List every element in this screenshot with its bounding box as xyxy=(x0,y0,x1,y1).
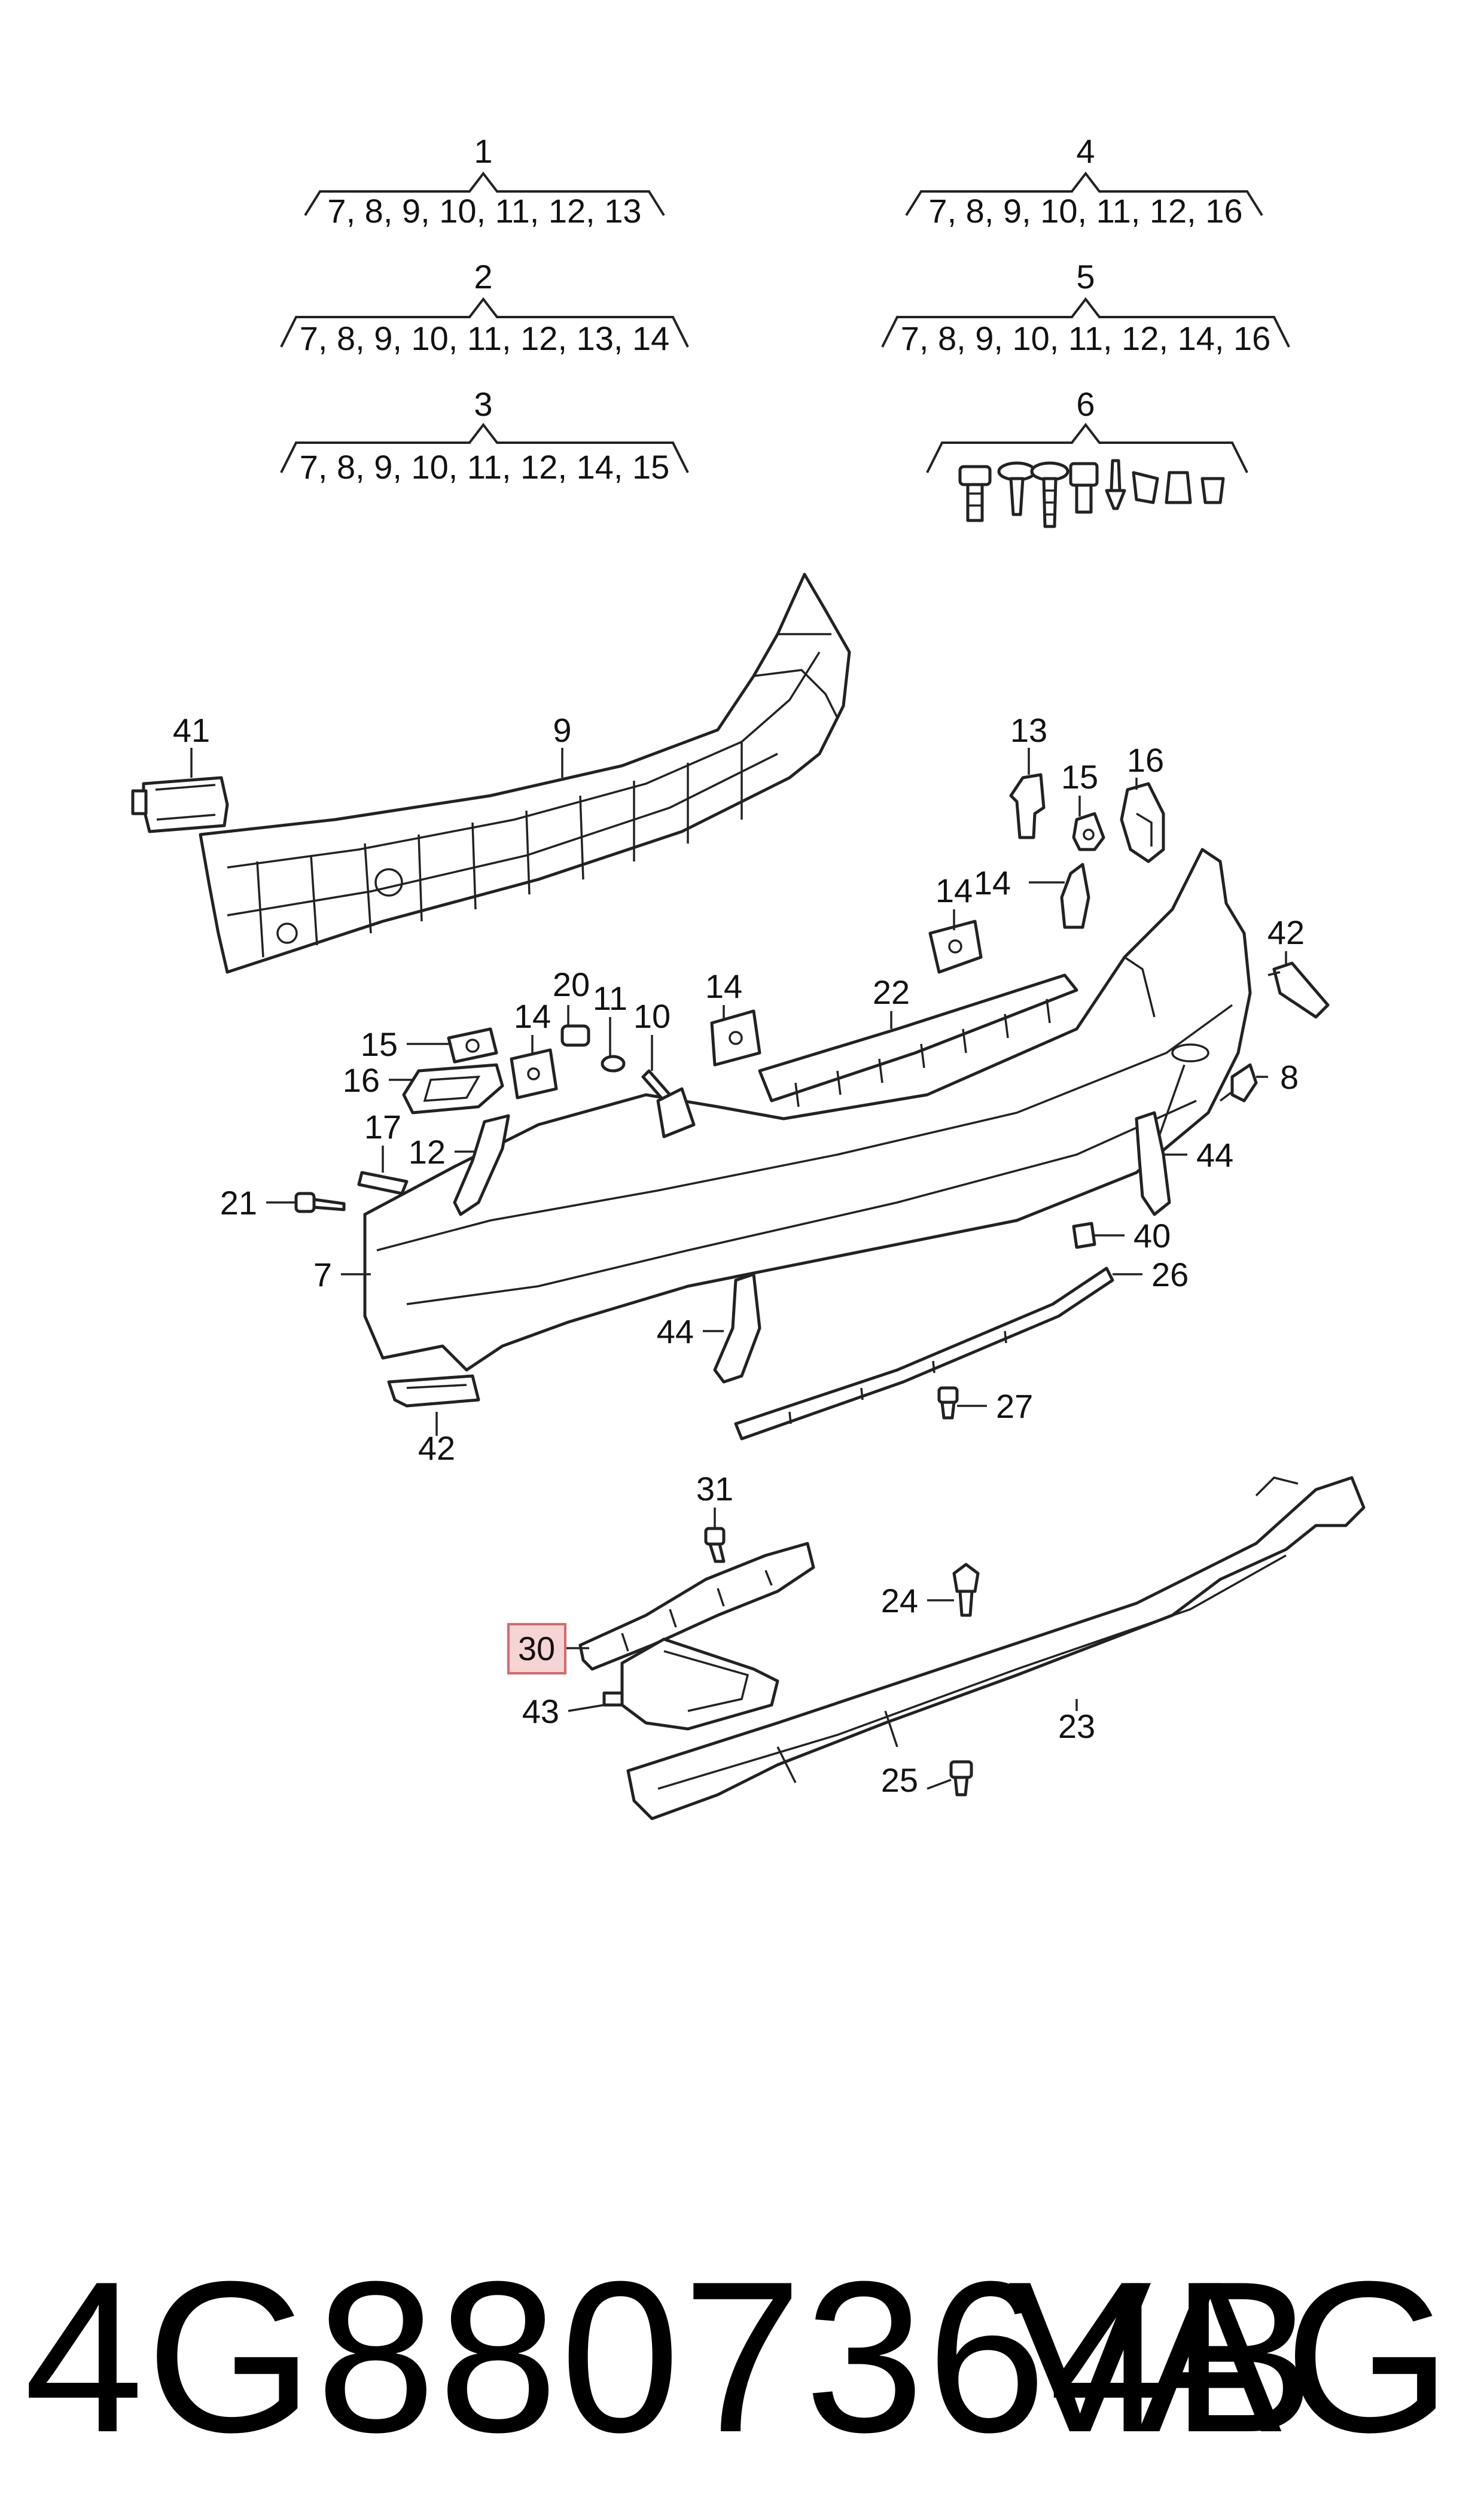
callout-8: 8 xyxy=(1280,1058,1299,1096)
callout-14-center: 14 xyxy=(936,872,973,909)
bracket-13 xyxy=(1009,773,1046,839)
group-6: 6 xyxy=(926,385,1248,528)
group-2-items: 7, 8, 9, 10, 11, 12, 13, 14 xyxy=(300,319,670,357)
callout-20: 20 xyxy=(553,966,590,1003)
callout-42-left: 42 xyxy=(418,1429,455,1467)
bracket-44-right xyxy=(1135,1111,1171,1216)
callout-44-right: 44 xyxy=(1196,1136,1233,1174)
group-4-label: 4 xyxy=(1076,132,1095,170)
callout-15-left: 15 xyxy=(361,1025,398,1063)
callout-11: 11 xyxy=(593,979,627,1017)
callout-26: 26 xyxy=(1151,1256,1189,1293)
fastener-set-icon xyxy=(958,459,1225,528)
screw-21 xyxy=(294,1192,346,1213)
screw-27 xyxy=(937,1386,959,1420)
screw-25 xyxy=(949,1760,973,1797)
screw-24 xyxy=(952,1563,980,1617)
callout-15-right: 15 xyxy=(1061,758,1098,796)
bracket-44-left xyxy=(713,1272,761,1384)
callout-17: 17 xyxy=(364,1108,401,1146)
callout-16-left: 16 xyxy=(343,1061,380,1099)
guide-bracket-30 xyxy=(578,1542,815,1671)
group-3-items: 7, 8, 9, 10, 11, 12, 14, 15 xyxy=(300,448,670,486)
parts-diagram: 1 7, 8, 9, 10, 11, 12, 13 2 7, 8, 9, 10,… xyxy=(131,132,1366,1820)
exhaust-trim-43 xyxy=(602,1637,779,1731)
callout-labels: 41 9 13 15 16 14 14 42 20 11 10 14 22 15… xyxy=(173,711,1305,1799)
callout-30: 30 xyxy=(518,1630,555,1667)
reflector-left xyxy=(387,1374,480,1408)
group-1-items: 7, 8, 9, 10, 11, 12, 13 xyxy=(327,192,641,230)
guide-12 xyxy=(453,1114,510,1216)
callout-22: 22 xyxy=(873,973,910,1011)
callout-14-mid: 14 xyxy=(705,967,742,1005)
callout-12: 12 xyxy=(409,1133,446,1171)
clip-40 xyxy=(1072,1222,1096,1249)
nut-20 xyxy=(560,1024,590,1047)
callout-21: 21 xyxy=(220,1184,257,1222)
group-4-items: 7, 8, 9, 10, 11, 12, 16 xyxy=(928,192,1242,230)
group-5-items: 7, 8, 9, 10, 11, 12, 14, 16 xyxy=(901,319,1271,357)
callout-41: 41 xyxy=(173,711,210,749)
bracket-14-right xyxy=(1060,863,1090,929)
group-4: 4 7, 8, 9, 10, 11, 12, 16 xyxy=(905,132,1263,230)
diffuser-23 xyxy=(626,1476,1366,1820)
upper-rail xyxy=(758,973,1078,1107)
bracket-14-mid xyxy=(710,1009,761,1067)
callout-14-left: 14 xyxy=(514,997,551,1035)
sensor-module xyxy=(131,776,229,833)
group-1-label: 1 xyxy=(474,132,492,170)
reflector-right xyxy=(1267,961,1330,1019)
callout-7: 7 xyxy=(313,1256,332,1293)
tow-cover xyxy=(1219,1063,1258,1103)
group-6-label: 6 xyxy=(1076,385,1095,423)
group-2: 2 7, 8, 9, 10, 11, 12, 13, 14 xyxy=(280,258,689,357)
foil-17 xyxy=(357,1171,409,1195)
bolt-10 xyxy=(641,1069,696,1138)
brand-label: VAG xyxy=(1008,2237,1454,2477)
bracket-15-left xyxy=(447,1027,498,1064)
callout-25: 25 xyxy=(881,1761,918,1799)
group-5: 5 7, 8, 9, 10, 11, 12, 14, 16 xyxy=(881,258,1290,357)
leader-lines xyxy=(190,748,1287,1790)
group-3: 3 7, 8, 9, 10, 11, 12, 14, 15 xyxy=(280,385,689,486)
callout-27: 27 xyxy=(996,1387,1033,1425)
highlight-box-30 xyxy=(507,1623,566,1674)
callout-16-right: 16 xyxy=(1127,741,1164,779)
callout-43: 43 xyxy=(522,1692,559,1730)
callout-13: 13 xyxy=(1010,711,1047,749)
group-1: 1 7, 8, 9, 10, 11, 12, 13 xyxy=(304,132,665,230)
screw-31 xyxy=(704,1527,726,1563)
washer-11 xyxy=(601,1055,626,1073)
callout-10: 10 xyxy=(633,997,671,1035)
impact-absorber xyxy=(199,573,851,974)
callout-31: 31 xyxy=(696,1470,733,1508)
group-5-label: 5 xyxy=(1076,258,1095,296)
strip-26 xyxy=(734,1266,1114,1441)
callout-23: 23 xyxy=(1058,1707,1095,1745)
callout-24: 24 xyxy=(881,1582,918,1619)
bracket-15-right xyxy=(1072,812,1105,851)
callout-9: 9 xyxy=(553,711,571,749)
callout-42-right: 42 xyxy=(1267,914,1305,951)
sensor-holder-16 xyxy=(402,1063,504,1115)
group-3-label: 3 xyxy=(474,385,492,423)
callout-14-right: 14 xyxy=(974,864,1011,902)
part-number: 4G8807364B xyxy=(24,2237,1317,2477)
bumper-cover xyxy=(363,848,1252,1372)
callout-40: 40 xyxy=(1133,1217,1171,1255)
bracket-14-center xyxy=(928,919,983,974)
group-2-label: 2 xyxy=(474,258,492,296)
bracket-16-right xyxy=(1120,782,1165,863)
callout-44-left: 44 xyxy=(657,1313,694,1350)
bracket-14-left xyxy=(510,1048,558,1100)
